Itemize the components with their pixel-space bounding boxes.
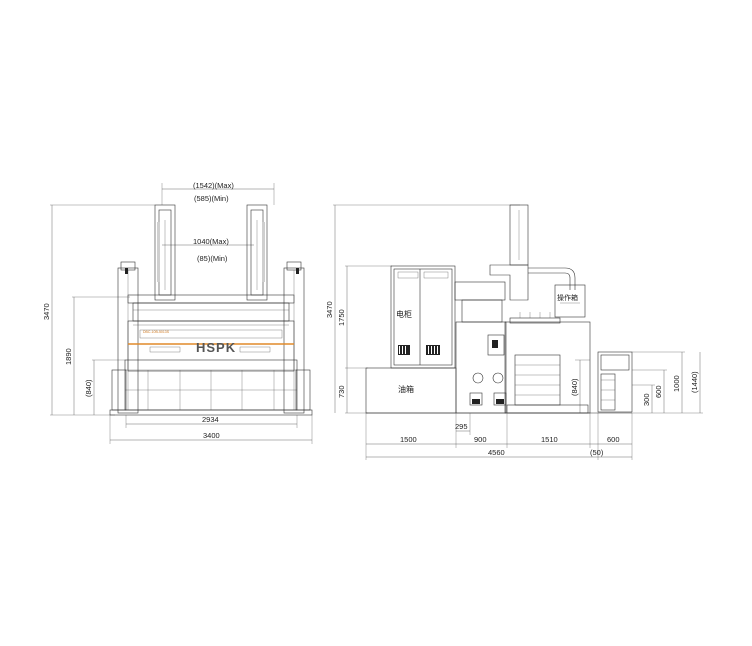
dim-side-total-height: 3470 bbox=[325, 301, 334, 318]
dim-side-mid-height: (840) bbox=[570, 378, 579, 396]
dim-side-tank-height: 730 bbox=[337, 385, 346, 398]
dim-front-inner-width: 2934 bbox=[202, 415, 219, 424]
dim-side-w-1500: 1500 bbox=[400, 435, 417, 444]
dim-front-total-height: 3470 bbox=[42, 303, 51, 320]
dim-front-table-height: 1890 bbox=[64, 348, 73, 365]
dim-side-w-50: (50) bbox=[590, 448, 604, 457]
dim-side-w-1510: 1510 bbox=[541, 435, 558, 444]
label-op-box: 操作箱 bbox=[557, 293, 578, 302]
dim-side-cabinet-height: 1750 bbox=[337, 309, 346, 326]
dim-side-right-600: 600 bbox=[654, 385, 663, 398]
dim-side-w-4560: 4560 bbox=[488, 448, 505, 457]
dim-top-min: (585)(Min) bbox=[194, 194, 229, 203]
brand-logo: HSPK bbox=[196, 340, 236, 355]
dim-side-right-1000: 1000 bbox=[672, 375, 681, 392]
side-view: 3470 1750 730 电柜 油箱 bbox=[325, 204, 703, 460]
dim-side-w-600: 600 bbox=[607, 435, 620, 444]
dim-side-w-900: 900 bbox=[474, 435, 487, 444]
dim-inner-max: 1040(Max) bbox=[193, 237, 229, 246]
dim-front-total-width: 3400 bbox=[203, 431, 220, 440]
dim-front-base-height: (840) bbox=[84, 379, 93, 397]
label-oil-tank: 油箱 bbox=[398, 384, 414, 394]
dim-side-right-300: 300 bbox=[642, 393, 651, 406]
label-cabinet: 电柜 bbox=[396, 309, 412, 319]
front-view: (1542)(Max) (585)(Min) 1040(Max) (85)(Mi… bbox=[42, 181, 313, 444]
dim-inner-min: (85)(Min) bbox=[197, 254, 228, 263]
brand-small-text: DBC-10B-5013S bbox=[143, 330, 170, 334]
dim-top-max: (1542)(Max) bbox=[193, 181, 234, 190]
dim-side-right-1440: (1440) bbox=[690, 371, 699, 393]
dim-side-w-295: 295 bbox=[455, 422, 468, 431]
